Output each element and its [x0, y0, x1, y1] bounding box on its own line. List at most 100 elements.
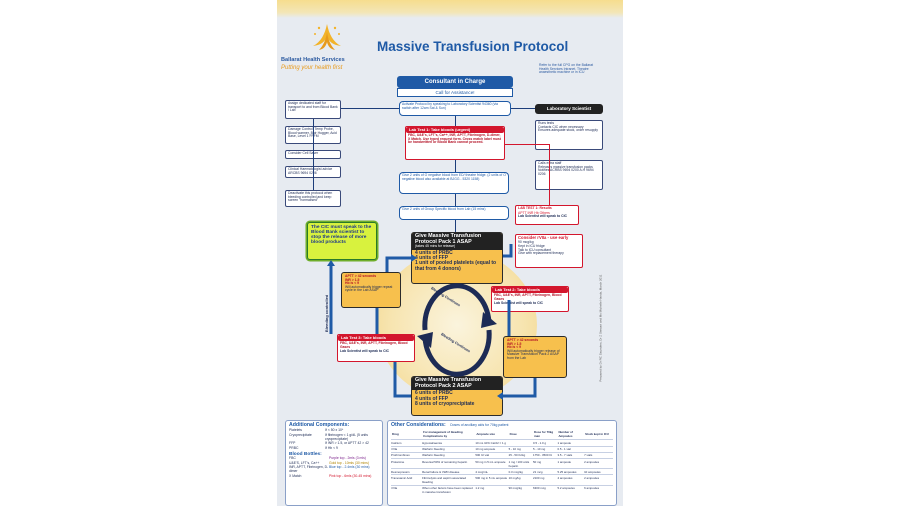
flow-arrows: [327, 244, 537, 400]
bottle-value: Purple top - 2mls (3 mls): [329, 456, 366, 461]
table-cell: 0.5 - 1.0 g: [533, 441, 547, 446]
table-cell: 2 ampoules: [584, 459, 600, 464]
col-header: Number of Ampoules: [558, 430, 573, 439]
additional-key: FFP: [289, 441, 296, 446]
lab-task: Notifies ACRBS 9694 0200 A.H 9694 0206: [538, 168, 594, 176]
o-negative-box: Give 2 units of O negative blood from ED…: [399, 172, 509, 194]
table-cell: 500 mg in 5 mL ampoule: [475, 475, 508, 480]
table-cell: 1.2 mg: [475, 486, 485, 491]
pack-1-box: Give Massive Transfusion Protocol Pack 1…: [411, 232, 503, 284]
table-cell: 25 - 50 IU/kg: [508, 453, 526, 458]
table-cell: 7 vials: [584, 453, 593, 458]
table-cell: 500 IU vial: [475, 453, 490, 458]
additional-value: If Hb < 9: [325, 445, 338, 450]
additional-value: If < 50 x 10⁹: [325, 428, 344, 433]
table-cell: Reversal 50% of remaining heparin: [422, 459, 468, 464]
rviia-item: Talk to ICU consultant: [518, 247, 551, 252]
lab-test-1-body: FBC, U&E's, LFT's, Ca++, INR, APTT, Fibr…: [408, 133, 501, 145]
lab-test-3-note: Lab Scientist will speak to CIC: [340, 349, 389, 354]
pack-2-title: Give Massive Transfusion Protocol Pack 2…: [415, 377, 482, 389]
table-cell: 50 mg in 5 mL ampoule: [475, 459, 506, 464]
table-cell: 0.3 mcg/kg: [508, 469, 523, 474]
lab-results-items: APTT INR Hb Others: [518, 210, 550, 215]
consultant-header: Consultant in Charge: [397, 76, 513, 88]
table-cell: 6300 mcg: [533, 486, 546, 491]
table-cell: 6 ampoules: [584, 486, 600, 491]
criteria-item: INR > 1.5: [507, 341, 522, 346]
activate-box: Activate Protocol by speaking to Laborat…: [399, 101, 511, 116]
criteria-left-box: APTT > 42 seconds INR > 1.5 Hb is < 9 Wi…: [341, 272, 401, 308]
top-band: [277, 0, 623, 18]
cic-note-text: The CIC must speak to the Blood Bank sci…: [311, 225, 372, 246]
org-tagline: Putting your health first: [281, 65, 343, 71]
col-header: Drug: [392, 432, 399, 437]
table-cell: 5 - 10 mg: [508, 447, 521, 452]
pack-2-item: 6 units of PRBC: [415, 390, 453, 397]
lab-scientist-header: Laboratory Scientist: [535, 104, 603, 114]
table-cell: When other factors have been replaced in…: [422, 486, 473, 495]
criteria-item: INR > 1.5: [345, 277, 360, 282]
lab-task: Ensures adequate stock, order resupply: [538, 128, 598, 133]
col-header: Stock kept in ICU: [585, 432, 609, 437]
table-cell: Hypocalcaemia: [422, 441, 442, 446]
left-item-transport: Assign dedicated staff for transport to …: [285, 100, 341, 119]
additional-value: If INR > 1.5, or APTT 42 > 42: [325, 441, 369, 446]
table-cell: 10 mg/kg: [508, 475, 521, 480]
table-cell: 5.2 ampoules: [557, 486, 575, 491]
additional-value: If fibrinogen < 1 g/dL (5 units cryoprec…: [325, 433, 368, 441]
rviia-item: Kept in ICU fridge: [518, 243, 545, 248]
criteria-right-box: APTT > 42 seconds INR > 1.5 Hb is < 9 Wi…: [503, 336, 567, 378]
table-cell: Warfarin bleeding: [422, 453, 445, 458]
bleeding-controlled-label: Bleeding controlled: [323, 294, 329, 333]
criteria-item: APTT > 42 seconds: [507, 338, 539, 342]
bottles-title: Blood Bottles:: [289, 452, 322, 458]
criteria-item: APTT > 42 seconds: [345, 274, 377, 278]
lab-scientist-tasks: Runs tests Contacts CIC when necessary E…: [535, 120, 603, 150]
bottle-value: Blue top - 2.4mls (30 mins): [329, 465, 370, 470]
side-credit: Prepared by Dr RC Saunders, Dr Z Stewart…: [598, 274, 603, 382]
col-header: Dose: [509, 432, 517, 437]
bottle-key: X Match: [289, 473, 302, 478]
table-cell: 10 ampoules: [584, 469, 601, 474]
bhs-logo-icon: [313, 24, 341, 50]
bottle-key: FBC: [289, 456, 296, 461]
consider-rviia-title: Consider rVIIa - use early: [518, 235, 569, 240]
bottle-value: Pink top - 6mls (30-45 mins): [329, 473, 372, 478]
col-header: Dose for 70kg man: [534, 430, 554, 439]
cic-stop-release-box: The CIC must speak to the Blood Bank sci…: [307, 222, 377, 260]
bottle-key: U&E'S, LFT's, Ca++: [289, 460, 320, 465]
lab-test-1-title: Lab Test 1: Take bloods (urgent): [406, 127, 504, 134]
lab-test-2-title: Lab Test 2: Take bloods: [492, 287, 568, 294]
table-cell: rVIIa: [391, 486, 398, 491]
additional-key: Cryoprecipitate: [289, 433, 312, 438]
cycle-arrows-icon: [417, 283, 497, 377]
table-cell: 1 mg / 100 units heparin: [508, 459, 530, 468]
table-cell: 2100 mg: [533, 475, 545, 480]
table-cell: 10 mg ampoule: [475, 447, 496, 452]
criteria-note: Will automatically trigger repeat cycle …: [345, 284, 393, 293]
lab-results-title: LAB TEST 1: Results: [518, 206, 552, 210]
lab-test-3-body: FBC, U&E's, INR, APTT, Fibrinogen, Blood…: [340, 341, 408, 349]
lab-task: Contacts CIC when necessary: [538, 124, 584, 129]
table-cell: 4 ampoules: [557, 475, 573, 480]
table-row: rVIIa When other factors have been replac…: [391, 485, 613, 495]
rviia-item: Give with replacement therapy: [518, 251, 564, 256]
table-cell: Renal failure & VWD disease: [422, 469, 460, 474]
lab-results-box: LAB TEST 1: Results APTT INR Hb Others L…: [515, 205, 579, 225]
pack-1-subtitle: (takes 45 mins for release): [415, 244, 456, 249]
table-cell: 1 ampoule: [557, 459, 571, 464]
criteria-note: Will automatically trigger release of Ma…: [507, 348, 560, 360]
additional-title: Additional Components:: [289, 422, 350, 428]
table-cell: Calcium: [391, 441, 402, 446]
col-header: For management of bleeding Complications…: [423, 430, 463, 439]
rviia-item: 90 mcg/kg: [518, 240, 534, 245]
lab-test-2-box: Lab Test 2: Take bloods FBC, U&E's, INR,…: [491, 286, 569, 312]
other-subtitle: Doses of ancillary aids for 70kg patient: [450, 423, 509, 427]
col-header: Ampoule size: [476, 432, 495, 437]
refer-note: Refer to the full CPG on the Ballarat He…: [539, 63, 594, 75]
table-cell: 4 mcg/mL: [475, 469, 489, 474]
